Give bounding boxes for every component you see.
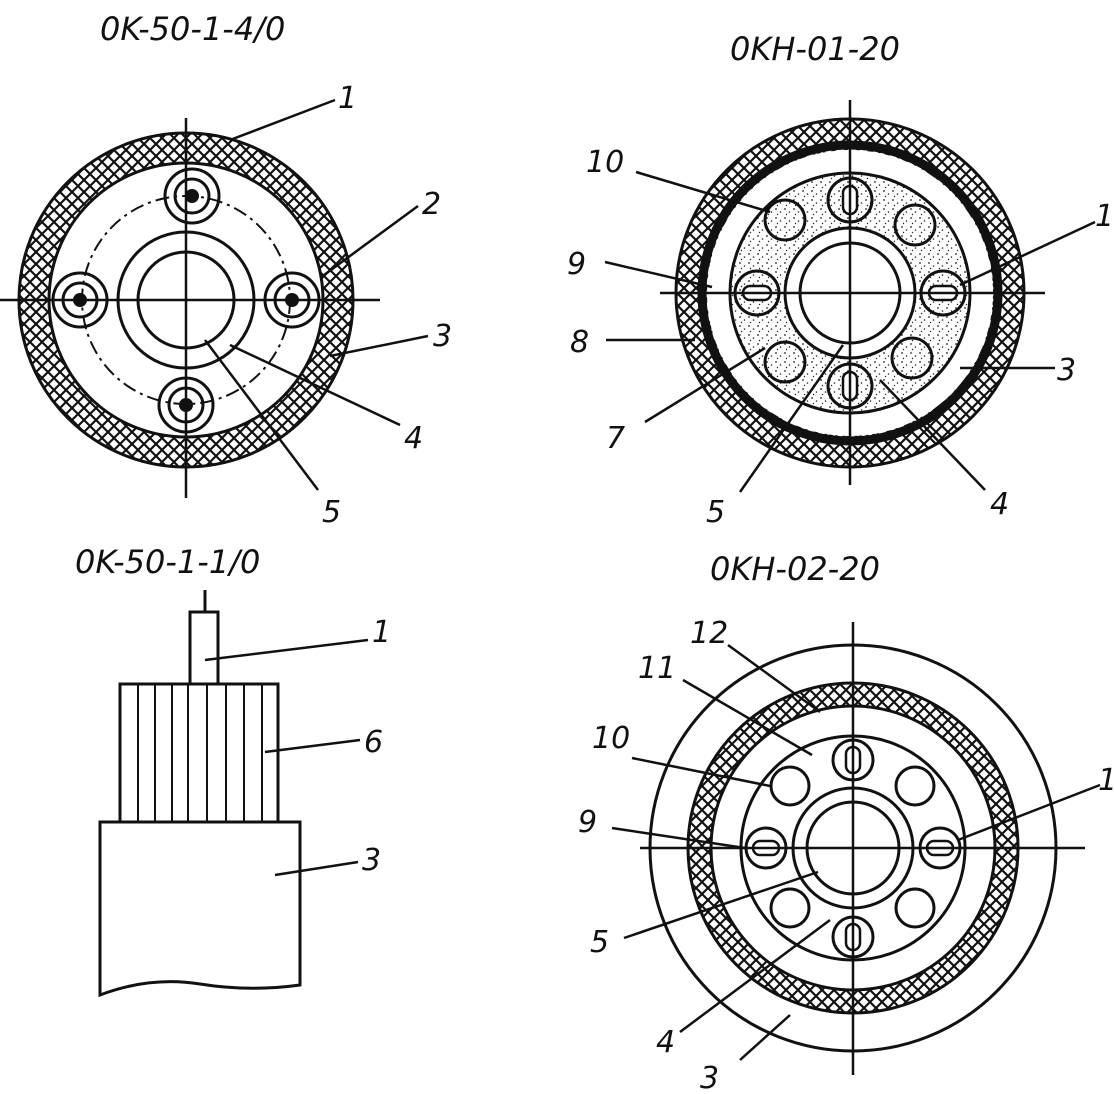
label-bl-1: 1	[372, 615, 391, 650]
label-tr-9: 9	[567, 247, 586, 282]
title-ok-50-1-1-0: 0K-50-1-1/0	[75, 543, 260, 581]
diagram-okh-01-20: 0KH-01-20 10	[567, 30, 1114, 530]
filler-rod	[769, 887, 811, 929]
label-tr-3: 3	[1057, 353, 1076, 388]
label-br-3: 3	[700, 1061, 719, 1094]
label-br-9: 9	[578, 805, 597, 840]
diagram-okh-02-20: 0KH-02-20 12 11	[578, 550, 1114, 1094]
filler-rod	[763, 198, 807, 242]
title-ok-50-1-4-0: 0K-50-1-4/0	[100, 10, 285, 48]
label-tr-7: 7	[606, 421, 625, 456]
label-br-1: 1	[1098, 763, 1114, 798]
strand-lines	[137, 684, 263, 822]
label-tl-4: 4	[404, 421, 423, 456]
label-bl-6: 6	[364, 725, 383, 760]
label-br-11: 11	[638, 651, 676, 686]
outer-jacket	[98, 820, 302, 998]
label-tr-4: 4	[990, 487, 1009, 522]
label-br-10: 10	[592, 721, 630, 756]
label-br-4: 4	[656, 1025, 675, 1060]
label-tl-3: 3	[433, 319, 452, 354]
filler-rod	[763, 340, 807, 384]
label-bl-3: 3	[362, 843, 381, 878]
label-tr-5: 5	[706, 495, 725, 530]
filler-rod	[893, 203, 937, 247]
label-tl-2: 2	[422, 187, 441, 222]
label-tl-5: 5	[322, 495, 341, 530]
label-tr-8: 8	[570, 325, 589, 360]
filler-rod	[769, 765, 811, 807]
label-tr-10: 10	[586, 145, 624, 180]
filler-rod	[894, 887, 936, 929]
title-okh-01-20: 0KH-01-20	[730, 30, 900, 68]
central-conductor	[188, 610, 220, 686]
filler-rod	[894, 765, 936, 807]
label-tl-1: 1	[338, 81, 357, 116]
diagram-ok-50-1-1-0: 0K-50-1-1/0 1 6 3	[75, 543, 391, 998]
diagram-ok-50-1-4-0: 0K-50-1-4/0 1 2 3 4 5	[0, 10, 452, 530]
small-cable-top	[163, 167, 221, 225]
label-br-12: 12	[690, 616, 728, 651]
filler-rod	[890, 336, 934, 380]
title-okh-02-20: 0KH-02-20	[710, 550, 880, 588]
label-br-5: 5	[590, 925, 609, 960]
stranded-layer	[118, 682, 280, 824]
label-tr-1: 1	[1095, 199, 1114, 234]
